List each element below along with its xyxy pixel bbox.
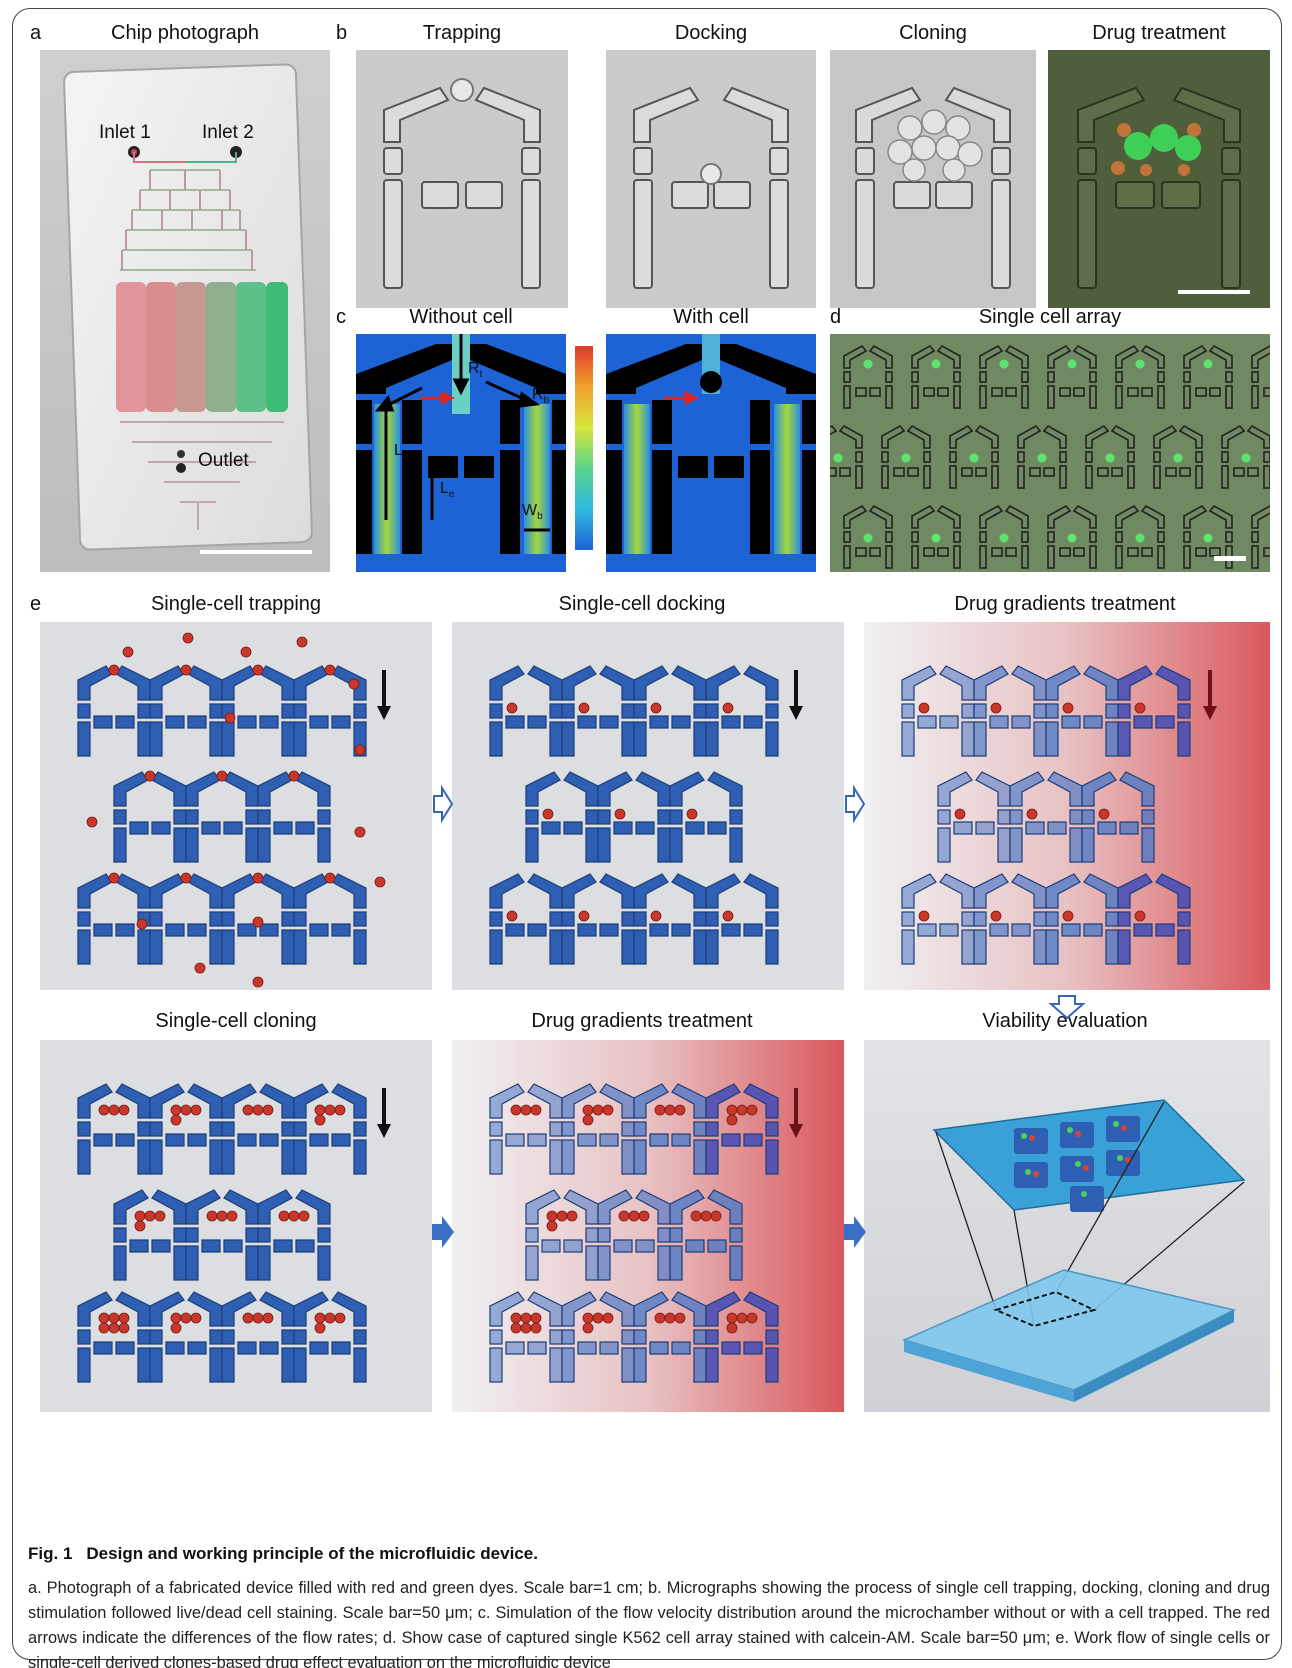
caption-title-text: Design and working principle of the micr…: [86, 1544, 538, 1563]
open-arrow-2: [844, 784, 866, 824]
micrograph-trapping: [356, 50, 568, 308]
panel-b-title-trapping: Trapping: [356, 22, 568, 45]
panel-letter-c: c: [336, 306, 346, 329]
micrograph-cloning: [830, 50, 1036, 308]
panel-e-title-drug-1: Drug gradients treatment: [860, 593, 1270, 616]
caption-title: Fig. 1 Design and working principle of th…: [28, 1544, 1270, 1564]
single-cell-array-micrograph: [830, 334, 1270, 572]
schematic-docking: [452, 622, 844, 990]
label-rt: Rt: [468, 360, 482, 380]
schematic-trapping: [40, 622, 432, 990]
caption-fig-label: Fig. 1: [28, 1544, 72, 1563]
solid-arrow-1: [432, 1212, 454, 1252]
panel-d-title: Single cell array: [830, 306, 1270, 329]
outlet-label: Outlet: [198, 450, 249, 472]
caption-body: a. Photograph of a fabricated device fil…: [28, 1576, 1270, 1668]
panel-e-title-drug-2: Drug gradients treatment: [446, 1010, 838, 1033]
micrograph-docking: [606, 50, 816, 308]
panel-b-title-cloning: Cloning: [830, 22, 1036, 45]
schematic-cloning: [40, 1040, 432, 1412]
simulation-with-cell: [606, 334, 816, 572]
open-arrow-down: [1047, 994, 1087, 1020]
label-rb: Rb: [532, 386, 549, 406]
velocity-colorbar: [575, 346, 593, 550]
panel-a-title: Chip photograph: [40, 22, 330, 45]
open-arrow-1: [432, 784, 454, 824]
schematic-viability-evaluation: [864, 1040, 1270, 1412]
solid-arrow-2: [844, 1212, 866, 1252]
inlet-2-label: Inlet 2: [202, 122, 254, 144]
figure-caption: Fig. 1 Design and working principle of th…: [28, 1544, 1270, 1668]
label-lb: Lb: [394, 442, 408, 462]
micrograph-drug-treatment: [1048, 50, 1270, 308]
panel-e-title-cloning: Single-cell cloning: [40, 1010, 432, 1033]
schematic-drug-treatment-2: [452, 1040, 844, 1412]
panel-b-title-docking: Docking: [606, 22, 816, 45]
label-wb: Wb: [522, 502, 543, 522]
panel-letter-b: b: [336, 22, 347, 45]
panel-e-title-trapping: Single-cell trapping: [40, 593, 432, 616]
label-le: Le: [440, 480, 454, 500]
panel-c-title-without: Without cell: [356, 306, 566, 329]
schematic-drug-treatment-1: [864, 622, 1270, 990]
chip-photograph: Inlet 1 Inlet 2 Outlet: [40, 50, 330, 572]
simulation-without-cell: Rt Rb Lb Le Wb: [356, 334, 566, 572]
panel-e-title-docking: Single-cell docking: [446, 593, 838, 616]
inlet-1-label: Inlet 1: [99, 122, 151, 144]
panel-b-title-drug: Drug treatment: [1048, 22, 1270, 45]
panel-c-title-with: With cell: [606, 306, 816, 329]
